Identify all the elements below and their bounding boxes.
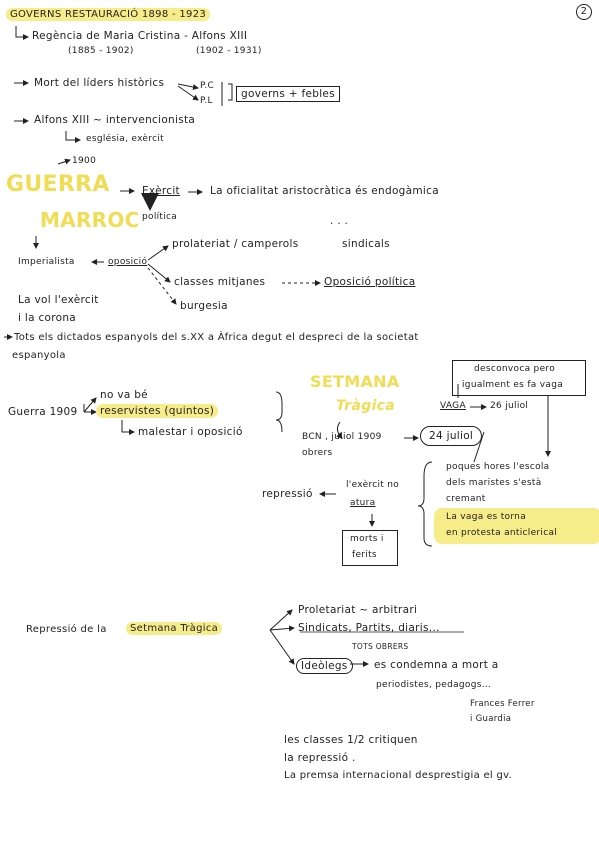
group-classes-mitjanes: classes mitjanes: [174, 276, 266, 288]
leaders-pl: P.L: [200, 96, 213, 106]
morts-box: [342, 530, 398, 566]
date-circle: 24 juliol: [420, 426, 483, 446]
desconvoca-box: [452, 360, 586, 396]
marroc-title: MARROC: [40, 208, 140, 232]
vol-line1: La vol l'exèrcit: [18, 294, 99, 306]
tots-obrers: TOTS OBRERS: [352, 642, 409, 651]
repressio-label: repressió: [262, 488, 313, 500]
poques-line2: dels maristes s'està: [446, 478, 542, 488]
regency-years-right: (1902 - 1931): [196, 46, 262, 56]
guerra-1909-item-1: no va bé: [100, 389, 148, 401]
ferrer-line1: Frances Ferrer: [470, 699, 535, 709]
vaga-torna-line2: en protesta anticlerical: [446, 528, 558, 538]
exercit-desc: La oficialitat aristocràtica és endogàmi…: [210, 185, 439, 197]
oposicio-politica: Oposició política: [324, 276, 416, 288]
vaga-label: VAGA: [440, 401, 466, 411]
guerra-1909-item-3: malestar i oposició: [138, 426, 243, 438]
guerra-year: 1900: [72, 156, 97, 166]
exercit-no-line1: l'exèrcit no: [346, 480, 400, 490]
desconvoca-line2: igualment es fa vaga: [462, 380, 564, 390]
regency-years-left: (1885 - 1902): [68, 46, 134, 56]
leaders-result-box: governs + febles: [236, 86, 340, 102]
vol-line2: i la corona: [18, 312, 77, 324]
guerra-1909-item-2: reservistes (quintos): [96, 404, 219, 418]
obrers-label: obrers: [302, 448, 333, 458]
vaga-torna-line1: La vaga es torna: [446, 512, 527, 522]
exercit-label: Exèrcit: [142, 185, 180, 197]
closing-line2: la repressió .: [284, 752, 356, 764]
vaga-torna-highlight: [434, 508, 599, 544]
repressio-st-highlight: Setmana Tràgica: [126, 622, 223, 635]
exercit-no-line2: atura: [350, 498, 376, 508]
condemna-line2: periodistes, pedagogs...: [376, 680, 492, 690]
politica-label: política: [142, 212, 178, 222]
sindicats-partits: Sindicats, Partits, diaris...: [298, 622, 440, 634]
group-sindicals: sindicals: [342, 238, 390, 250]
guerra-1909-label: Guerra 1909: [8, 406, 78, 418]
morts-line1: morts i: [350, 534, 384, 544]
morts-line2: ferits: [352, 550, 377, 560]
dots: · · ·: [330, 218, 349, 230]
leaders-pc: P.C: [200, 81, 215, 91]
condemna-line1: es condemna a mort a: [374, 659, 499, 671]
desconvoca-line1: desconvoca pero: [474, 364, 556, 374]
dictados-line1: Tots els dictados espanyols del s.XX a À…: [14, 332, 419, 343]
leaders-text: Mort del líders històrics: [34, 77, 165, 89]
poques-line3: cremant: [446, 494, 486, 504]
page-title: GOVERNS RESTAURACIÓ 1898 - 1923: [6, 8, 211, 21]
oposicio-label: oposició: [108, 257, 148, 267]
group-burgesia: burgesia: [180, 300, 228, 312]
bcn-label: BCN , juliol 1909: [302, 432, 382, 442]
tragica-title: Tràgica: [336, 398, 396, 414]
imperialista-label: Imperialista: [18, 257, 75, 267]
guerra-title: GUERRA: [6, 172, 110, 197]
vaga-date: 26 juliol: [490, 401, 529, 411]
ideolegs-circle: Ideòlegs: [296, 658, 353, 674]
repressio-st-label: Repressió de la: [26, 624, 107, 635]
alfons-sub: església, exèrcit: [86, 134, 164, 144]
alfons-text: Alfons XIII ~ intervencionista: [34, 114, 196, 126]
poques-line1: poques hores l'escola: [446, 462, 550, 472]
closing-line1: les classes 1/2 critiquen: [284, 734, 418, 746]
setmana-title: SETMANA: [310, 372, 400, 391]
ferrer-line2: i Guardia: [470, 714, 512, 724]
regency-text: Regència de Maria Cristina - Alfons XIII: [32, 30, 248, 42]
proletariat-arbitrari: Proletariat ~ arbitrari: [298, 604, 418, 616]
dictados-line2: espanyola: [12, 350, 66, 361]
page-number: 2: [576, 4, 592, 20]
closing-line3: La premsa internacional desprestigia el …: [284, 770, 513, 781]
group-proletariat: prolateriat / camperols: [172, 238, 299, 250]
